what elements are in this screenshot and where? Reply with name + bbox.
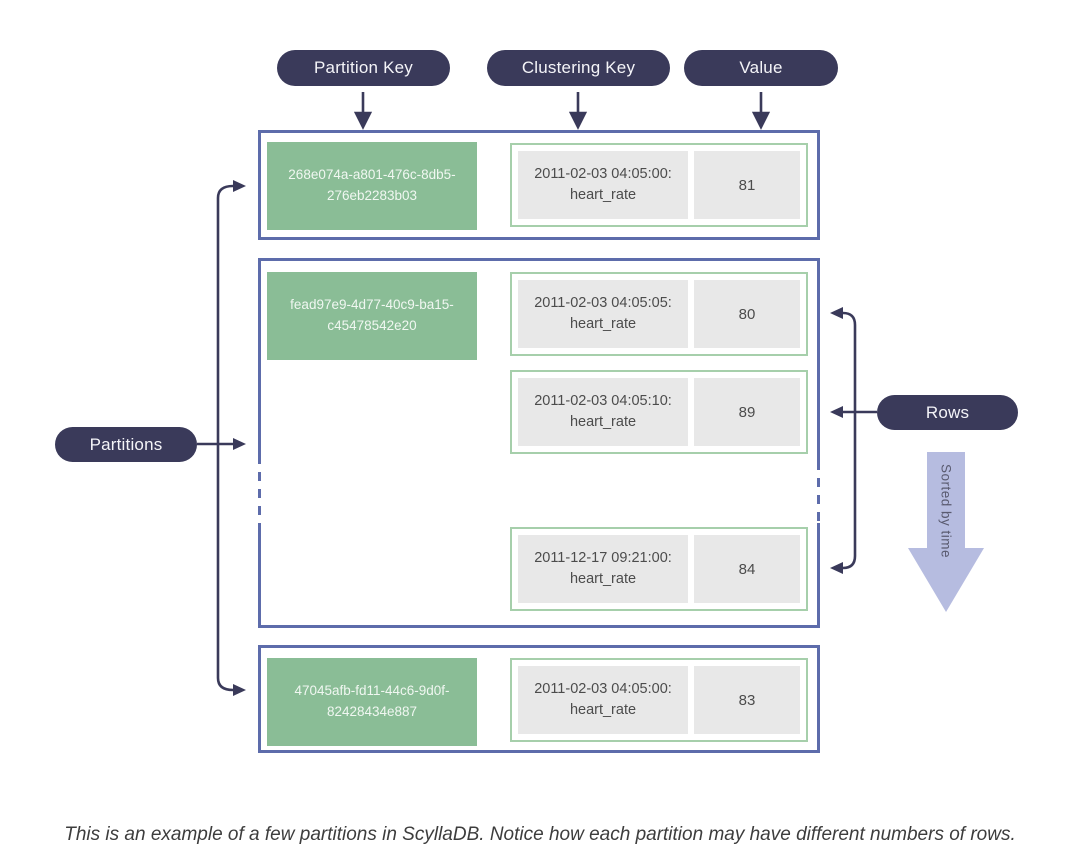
clustering-column: heart_rate — [569, 702, 637, 718]
partition-key-value: fead97e9-4d77-40c9-ba15-c45478542e20 — [267, 272, 477, 360]
value-cell: 83 — [694, 666, 800, 734]
sorted-by-time-arrow-shaft — [927, 452, 965, 549]
clustering-key-cell: 2011-12-17 09:21:00: heart_rate — [518, 535, 688, 603]
table-row: 2011-02-03 04:05:00: heart_rate 81 — [510, 143, 808, 227]
clustering-key-label: Clustering Key — [521, 58, 636, 77]
clustering-timestamp: 2011-02-03 04:05:00: — [534, 165, 672, 182]
clustering-column: heart_rate — [569, 187, 637, 203]
clustering-timestamp: 2011-12-17 09:21:00: — [534, 549, 672, 566]
clustering-key-cell: 2011-02-03 04:05:00: heart_rate — [518, 151, 688, 219]
clustering-timestamp: 2011-02-03 04:05:10: — [534, 392, 672, 409]
clustering-key-cell: 2011-02-03 04:05:05: heart_rate — [518, 280, 688, 348]
partitions-arrowhead-middle — [233, 438, 246, 450]
value-cell: 80 — [694, 280, 800, 348]
value-arrowhead — [751, 111, 771, 130]
partition-key-value: 47045afb-fd11-44c6-9d0f-82428434e887 — [267, 658, 477, 746]
clustering-key-pill: Clustering Key — [487, 50, 670, 86]
table-row: 2011-02-03 04:05:05: heart_rate 80 — [510, 272, 808, 356]
omitted-rows-dash-right — [817, 461, 820, 523]
value-cell: 84 — [694, 535, 800, 603]
clustering-column: heart_rate — [569, 571, 637, 587]
rows-label: Rows — [925, 402, 970, 422]
rows-arrowhead-top — [830, 307, 843, 319]
partition-key-pill: Partition Key — [277, 50, 450, 86]
sorted-by-time-arrow-head — [908, 548, 984, 612]
value-cell: 89 — [694, 378, 800, 446]
omitted-rows-dash-left — [258, 455, 261, 525]
rows-arrowhead-middle — [830, 406, 843, 418]
table-row: 2011-02-03 04:05:00: heart_rate 83 — [510, 658, 808, 742]
partitions-arrowhead-bottom — [233, 684, 246, 696]
value-cell: 81 — [694, 151, 800, 219]
partitions-arrowhead-top — [233, 180, 246, 192]
sorted-by-time-label: Sorted by time — [938, 463, 954, 559]
partitions-bracket — [216, 184, 234, 692]
clustering-timestamp: 2011-02-03 04:05:00: — [534, 680, 672, 697]
partition-key-arrowhead — [353, 111, 373, 130]
partition-key-value: 268e074a-a801-476c-8db5-276eb2283b03 — [267, 142, 477, 230]
partitions-pill: Partitions — [55, 427, 197, 462]
partition-key-label: Partition Key — [314, 58, 413, 77]
partition-box-2: fead97e9-4d77-40c9-ba15-c45478542e20 201… — [258, 258, 820, 628]
table-row: 2011-02-03 04:05:10: heart_rate 89 — [510, 370, 808, 454]
rows-pill: Rows — [877, 395, 1018, 430]
partitions-label: Partitions — [89, 434, 163, 454]
table-row: 2011-12-17 09:21:00: heart_rate 84 — [510, 527, 808, 611]
clustering-column: heart_rate — [569, 414, 637, 430]
clustering-timestamp: 2011-02-03 04:05:05: — [534, 294, 672, 311]
clustering-key-cell: 2011-02-03 04:05:10: heart_rate — [518, 378, 688, 446]
rows-bracket — [842, 311, 857, 570]
clustering-key-cell: 2011-02-03 04:05:00: heart_rate — [518, 666, 688, 734]
value-label: Value — [739, 58, 783, 77]
value-pill: Value — [684, 50, 838, 86]
clustering-key-arrowhead — [568, 111, 588, 130]
rows-arrowhead-bottom — [830, 562, 843, 574]
partition-box-3: 47045afb-fd11-44c6-9d0f-82428434e887 201… — [258, 645, 820, 753]
clustering-column: heart_rate — [569, 316, 637, 332]
partition-box-1: 268e074a-a801-476c-8db5-276eb2283b03 201… — [258, 130, 820, 240]
diagram-caption: This is an example of a few partitions i… — [64, 824, 1016, 845]
